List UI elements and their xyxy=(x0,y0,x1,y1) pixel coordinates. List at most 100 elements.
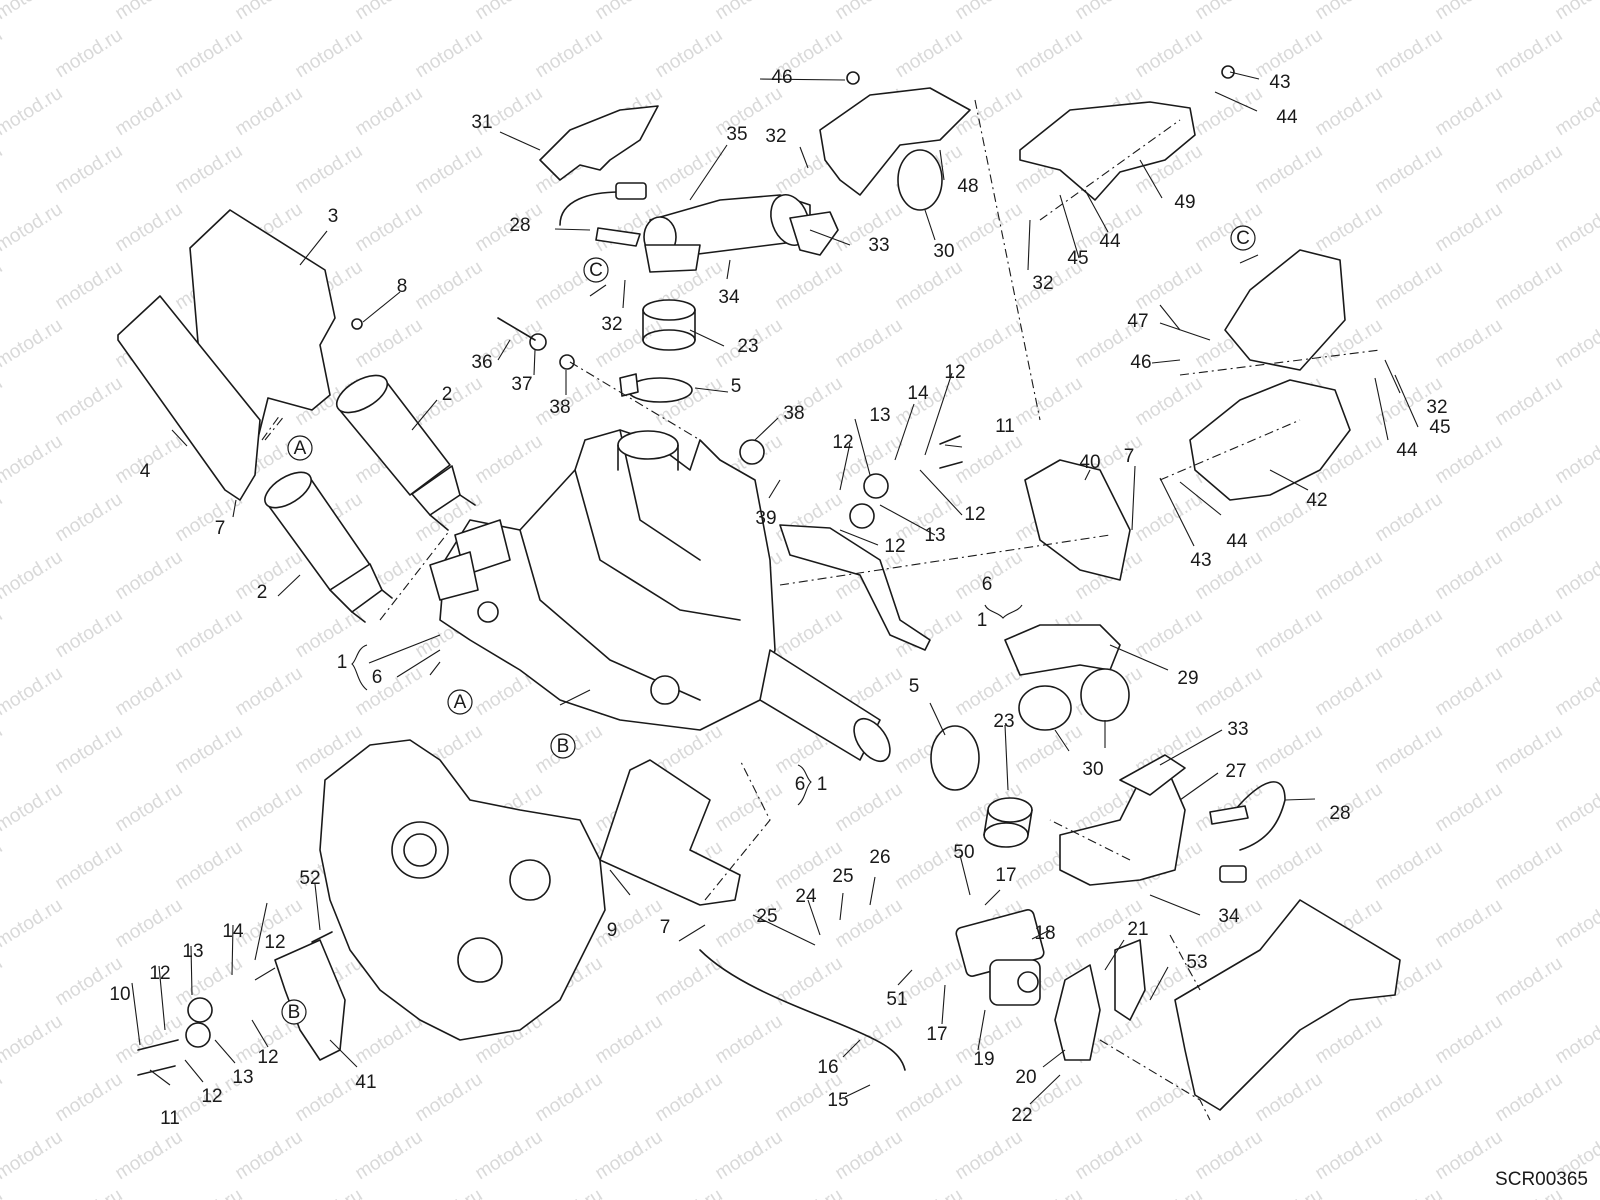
watermark-text: motod.ru xyxy=(1132,605,1207,663)
watermark-text: motod.ru xyxy=(1132,1185,1207,1200)
cable-16 xyxy=(699,949,906,1071)
group-braces xyxy=(351,604,1023,806)
watermark-text: motod.ru xyxy=(952,1127,1027,1185)
leader-lines xyxy=(131,71,1419,1105)
view-ref-a: A xyxy=(447,689,473,715)
clamp-5-upper xyxy=(619,373,693,403)
watermark-text: motod.ru xyxy=(0,605,6,663)
band-clamp-30-left xyxy=(1018,685,1072,731)
watermark-text: motod.ru xyxy=(472,1127,547,1185)
callout-layer: 1112234556667778910111112121212121212121… xyxy=(109,67,1450,1129)
callout-45: 45 xyxy=(1429,417,1450,438)
heat-guard-42 xyxy=(1189,379,1351,501)
callout-48: 48 xyxy=(957,176,978,197)
callout-33: 33 xyxy=(1227,719,1248,740)
watermark-text: motod.ru xyxy=(1132,373,1207,431)
watermark-text: motod.ru xyxy=(1552,83,1600,141)
nut-8 xyxy=(351,318,363,330)
watermark-text: motod.ru xyxy=(412,25,487,83)
watermark-text: motod.ru xyxy=(412,1069,487,1127)
watermark-text: motod.ru xyxy=(1252,1185,1327,1200)
bracket-41 xyxy=(274,939,346,1061)
callout-13: 13 xyxy=(924,525,945,546)
callout-25: 25 xyxy=(756,906,777,927)
callout-25: 25 xyxy=(832,866,853,887)
callout-32: 32 xyxy=(765,126,786,147)
callout-29: 29 xyxy=(1177,668,1198,689)
band-clamp-30-upper xyxy=(897,149,943,211)
svg-text:A: A xyxy=(294,438,307,459)
watermark-text: motod.ru xyxy=(232,1127,307,1185)
watermark-text: motod.ru xyxy=(952,663,1027,721)
watermark-text: motod.ru xyxy=(592,1011,667,1069)
callout-15: 15 xyxy=(827,1090,848,1111)
watermark-text: motod.ru xyxy=(52,141,127,199)
watermark-text: motod.ru xyxy=(772,1185,847,1200)
sleeve-23-upper xyxy=(642,299,696,351)
watermark-text: motod.ru xyxy=(712,779,787,837)
washer-38-upper xyxy=(559,354,575,370)
callout-12: 12 xyxy=(884,536,905,557)
watermark-text: motod.ru xyxy=(1552,779,1600,837)
watermark-text: motod.ru xyxy=(112,895,187,953)
callout-33: 33 xyxy=(868,235,889,256)
callout-46: 46 xyxy=(771,67,792,88)
callout-14: 14 xyxy=(907,383,929,404)
exhaust-valve-actuator-19 xyxy=(955,909,1045,1006)
watermark-text: motod.ru xyxy=(1492,25,1567,83)
watermark-text: motod.ru xyxy=(232,779,307,837)
watermark-text: motod.ru xyxy=(1432,547,1507,605)
watermark-text: motod.ru xyxy=(652,953,727,1011)
watermark-text: motod.ru xyxy=(352,1011,427,1069)
watermark-text: motod.ru xyxy=(652,1185,727,1200)
watermark-text: motod.ru xyxy=(712,1127,787,1185)
watermark-text: motod.ru xyxy=(892,257,967,315)
nut-46-top xyxy=(846,71,860,85)
watermark-text: motod.ru xyxy=(1312,199,1387,257)
callout-47: 47 xyxy=(1127,311,1148,332)
view-ref-b: B xyxy=(550,733,576,759)
svg-text:C: C xyxy=(1236,228,1250,249)
watermark-text: motod.ru xyxy=(112,547,187,605)
watermark-text: motod.ru xyxy=(1372,605,1447,663)
callout-21: 21 xyxy=(1127,919,1148,940)
watermark-text: motod.ru xyxy=(832,0,907,24)
watermark-text: motod.ru xyxy=(532,1185,607,1200)
watermark-text: motod.ru xyxy=(1372,141,1447,199)
callout-13: 13 xyxy=(232,1067,253,1088)
washer-37 xyxy=(529,333,547,351)
callout-11: 11 xyxy=(160,1108,180,1129)
callout-39: 39 xyxy=(755,508,776,529)
callout-12: 12 xyxy=(944,362,965,383)
watermark-text: motod.ru xyxy=(1072,1127,1147,1185)
callout-18: 18 xyxy=(1034,923,1055,944)
watermark-text: motod.ru xyxy=(472,0,547,24)
watermark-text: motod.ru xyxy=(532,1069,607,1127)
watermark-text: motod.ru xyxy=(0,663,66,721)
bolt-10 xyxy=(137,1039,179,1051)
callout-36: 36 xyxy=(471,352,492,373)
watermark-text: motod.ru xyxy=(1252,1069,1327,1127)
watermark-text: motod.ru xyxy=(1312,1127,1387,1185)
gear-13-lower xyxy=(849,503,875,529)
watermark-text: motod.ru xyxy=(112,1127,187,1185)
watermark-text: motod.ru xyxy=(1372,25,1447,83)
silencer-upper xyxy=(335,374,476,531)
watermark-text: motod.ru xyxy=(1192,779,1267,837)
figure-code: SCR00365 xyxy=(1495,1169,1588,1190)
callout-6: 6 xyxy=(795,774,806,795)
callout-14: 14 xyxy=(222,921,244,942)
callout-6: 6 xyxy=(982,574,993,595)
callout-34: 34 xyxy=(1218,906,1240,927)
callout-6: 6 xyxy=(372,667,383,688)
callout-41: 41 xyxy=(355,1072,376,1093)
callout-24: 24 xyxy=(795,886,817,907)
rear-subframe xyxy=(1174,899,1401,1111)
watermark-text: motod.ru xyxy=(0,1127,66,1185)
watermark-text: motod.ru xyxy=(1492,373,1567,431)
band-clamp-30-right xyxy=(1080,668,1130,722)
watermark-text: motod.ru xyxy=(1312,547,1387,605)
callout-13: 13 xyxy=(182,941,203,962)
watermark-text: motod.ru xyxy=(712,0,787,24)
watermark-text: motod.ru xyxy=(952,199,1027,257)
